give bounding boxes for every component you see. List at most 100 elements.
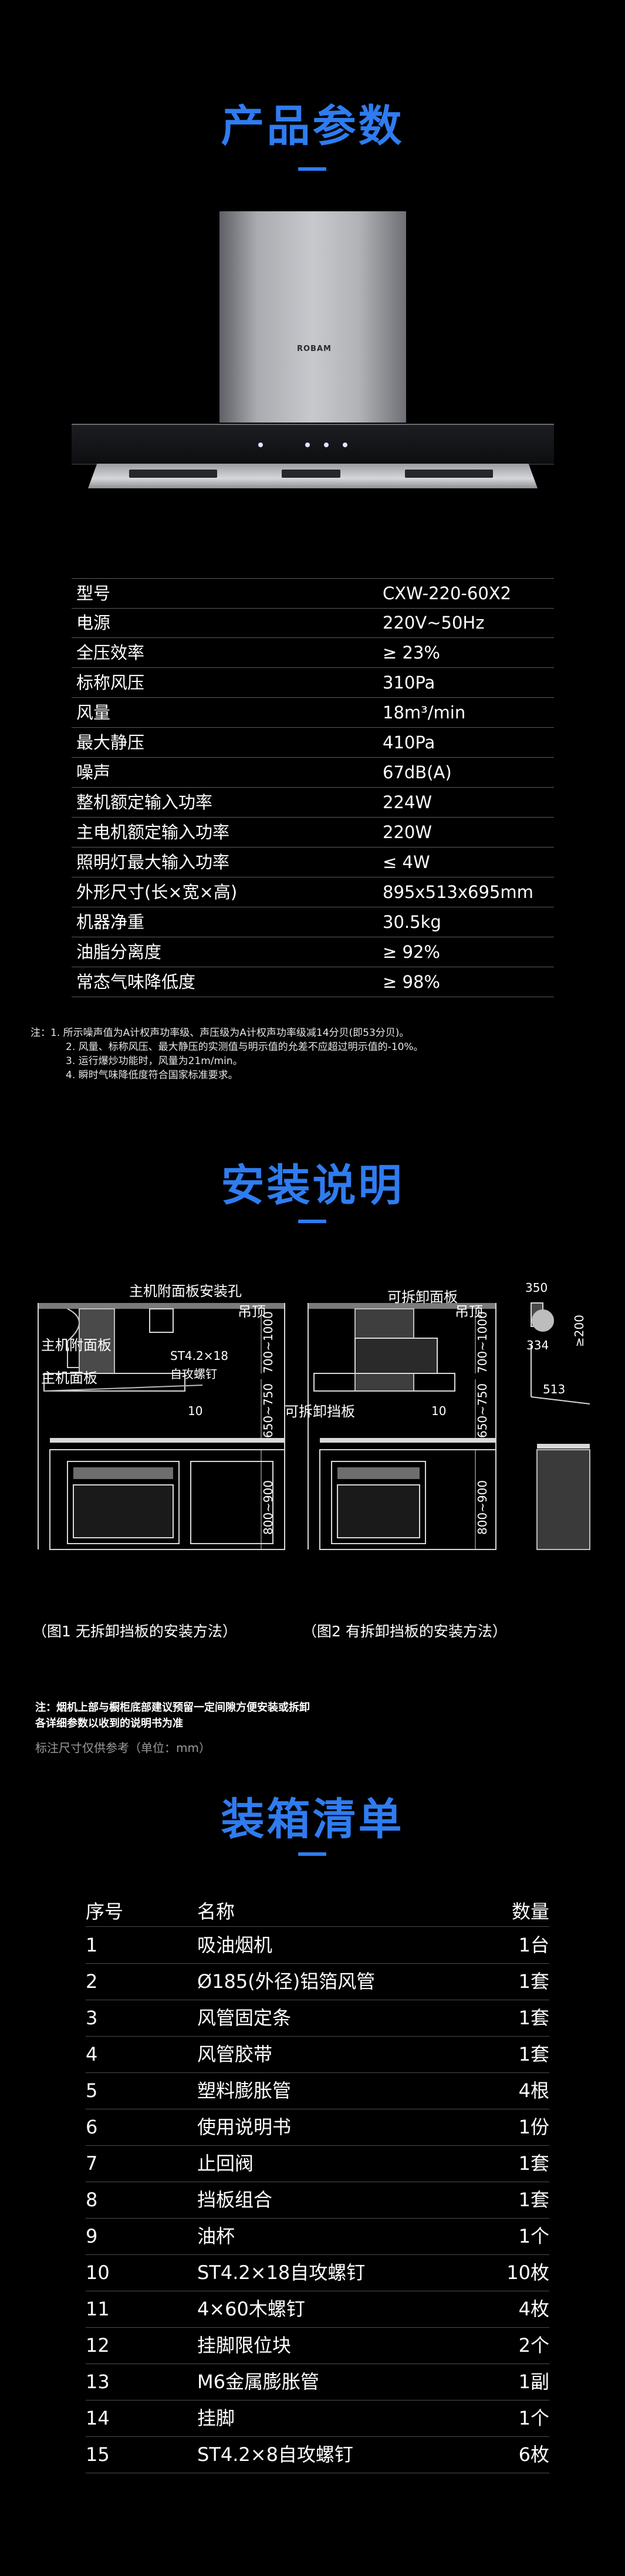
item-qty: 1台 [518, 1934, 549, 1956]
filter-slot [405, 470, 493, 478]
figure1-caption: （图1 无拆卸挡板的安装方法） [32, 1623, 237, 1640]
item-no: 2 [86, 1970, 98, 1993]
item-qty: 1份 [518, 2116, 549, 2138]
dim-650-750: 650~750 [261, 1383, 275, 1438]
spec-value: 220W [383, 822, 433, 842]
item-qty: 4枚 [518, 2298, 549, 2320]
label-screw-spec: ST4.2×18 [170, 1349, 228, 1363]
item-qty: 1副 [518, 2371, 549, 2393]
spec-value: 220V~50Hz [383, 613, 485, 633]
install-diagram: 主机附面板安装孔 吊顶 主机附面板 主机面板 ST4.2×18 自攻螺钉 700… [26, 1268, 599, 1649]
spec-value: 410Pa [383, 732, 435, 752]
packing-table-header: 序号 名称 数量 [86, 1899, 549, 1925]
note-line: 3. 运行爆炒功能时，风量为21m/min。 [66, 1055, 243, 1067]
item-qty: 4根 [518, 2079, 549, 2102]
spec-row: 外形尺寸(长×宽×高) 895x513x695mm [72, 877, 554, 907]
item-name: 使用说明书 [197, 2116, 292, 2138]
touch-button-icon [258, 443, 263, 447]
item-qty: 1个 [518, 2407, 549, 2429]
dim-350: 350 [525, 1281, 548, 1295]
dim-10: 10 [188, 1404, 203, 1418]
label-ceiling: 吊顶 [238, 1304, 266, 1320]
item-no: 14 [86, 2407, 110, 2429]
spec-value: 310Pa [383, 673, 435, 693]
note-line: 2. 风量、标称风压、最大静压的实测值与明示值的允差不应超过明示值的-10%。 [66, 1041, 424, 1053]
range-hood-image: ROBAM [0, 0, 625, 528]
touch-button-icon [324, 443, 329, 447]
install-diagram-drawing [38, 1302, 590, 1550]
item-no: 15 [86, 2443, 110, 2466]
item-name: 挡板组合 [197, 2189, 273, 2211]
packing-row: 15 ST4.2×8自攻螺钉 6枚 [86, 2437, 549, 2473]
packing-title: 装箱清单 [221, 1794, 404, 1845]
install-title: 安装说明 [221, 1160, 404, 1211]
item-no: 10 [86, 2261, 110, 2284]
dim-334: 334 [526, 1338, 549, 1352]
item-no: 3 [86, 2007, 98, 2029]
spec-value: ≤ 4W [383, 852, 430, 872]
spec-notes: 注：1. 所示噪声值为A计权声功率级、声压级为A计权声功率级减14分贝(即53分… [31, 1026, 594, 1082]
packing-title-underline [298, 1852, 326, 1856]
dim-200: ≥200 [572, 1315, 586, 1347]
filter-slot [129, 470, 217, 478]
spec-label: 照明灯最大输入功率 [76, 852, 230, 872]
item-qty: 1套 [518, 2189, 549, 2211]
hood-skirt [88, 464, 538, 488]
col-name: 名称 [197, 1900, 235, 1923]
item-qty: 2个 [518, 2334, 549, 2356]
item-no: 7 [86, 2152, 98, 2175]
note-line: 4. 瞬时气味降低度符合国家标准要求。 [66, 1069, 238, 1081]
spec-value: 895x513x695mm [383, 882, 533, 902]
item-no: 12 [86, 2334, 110, 2356]
packing-row: 6 使用说明书 1份 [86, 2109, 549, 2146]
unit-note: 标注尺寸仅供参考（单位：mm） [35, 1741, 211, 1755]
item-no: 5 [86, 2079, 98, 2102]
item-no: 6 [86, 2116, 98, 2138]
install-note: 注：烟机上部与橱柜底部建议预留一定间隙方便安装或拆卸 [35, 1701, 310, 1714]
item-qty: 6枚 [518, 2443, 549, 2466]
install-title-underline [298, 1220, 326, 1223]
item-name: 风管胶带 [197, 2043, 273, 2065]
item-qty: 10枚 [506, 2261, 549, 2284]
item-name: 止回阀 [197, 2152, 254, 2175]
figure2-caption: （图2 有拆卸挡板的安装方法） [302, 1623, 507, 1640]
spec-label: 整机额定输入功率 [76, 792, 213, 812]
dim-513: 513 [543, 1382, 566, 1396]
dim-650-750: 650~750 [475, 1383, 489, 1438]
spec-label: 油脂分离度 [76, 942, 162, 962]
spec-value: CXW-220-60X2 [383, 583, 512, 603]
spec-row: 油脂分离度≥ 92% [72, 937, 554, 967]
spec-label: 外形尺寸(长×宽×高) [76, 882, 238, 902]
brand-logo: ROBAM [297, 345, 332, 353]
item-name: 挂脚 [197, 2407, 235, 2429]
spec-value: 224W [383, 792, 433, 812]
item-no: 8 [86, 2189, 98, 2211]
item-name: ST4.2×8自攻螺钉 [197, 2443, 353, 2466]
packing-row: 14 挂脚 1个 [86, 2401, 549, 2437]
item-qty: 1套 [518, 1970, 549, 1993]
item-qty: 1套 [518, 2007, 549, 2029]
label-attach-panel: 主机附面板 [41, 1337, 112, 1353]
spec-value: 18m³/min [383, 703, 466, 723]
item-no: 11 [86, 2298, 110, 2320]
item-name: 塑料膨胀管 [197, 2079, 292, 2102]
spec-row: 风量 18m³/min [72, 698, 554, 728]
label-removable-panel: 可拆卸面板 [387, 1289, 458, 1305]
filter-slot [282, 470, 340, 478]
spec-label: 常态气味降低度 [76, 972, 196, 992]
spec-label: 风量 [76, 703, 111, 723]
params-title: 产品参数 [221, 101, 404, 151]
spec-row: 整机额定输入功率 224W [72, 788, 554, 818]
